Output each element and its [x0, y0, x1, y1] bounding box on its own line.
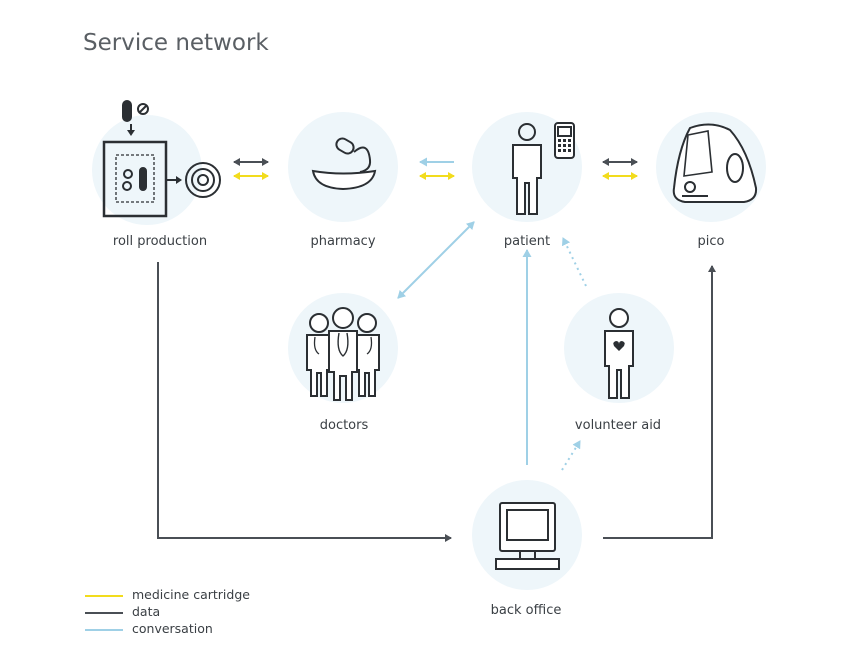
- doctors-icon: [306, 307, 380, 401]
- pharmacy-icon: [311, 137, 377, 191]
- volunteer-aid-label: volunteer aid: [574, 418, 662, 433]
- roll-production-halo: [92, 115, 202, 225]
- legend-item-medicine-cartridge: medicine cartridge: [85, 587, 250, 602]
- backoffice-volunteer-conversation-arrow: [561, 440, 581, 471]
- legend-swatch-data: [85, 611, 123, 614]
- roll-production-label: roll production: [112, 234, 208, 249]
- pharmacy-halo: [288, 112, 398, 222]
- legend-item-data: data: [85, 604, 160, 619]
- legend-item-conversation: conversation: [85, 621, 213, 636]
- patient-icon: [512, 122, 575, 215]
- roll-backoffice-data-arrow: [157, 262, 452, 542]
- doctors-label: doctors: [319, 418, 369, 433]
- patient-label: patient: [503, 234, 551, 249]
- roll-production-icon: [102, 100, 221, 218]
- back-office-icon: [495, 502, 560, 570]
- legend-label: data: [132, 604, 161, 619]
- legend-swatch-conversation: [85, 628, 123, 631]
- backoffice-pico-data-arrow: [603, 265, 716, 539]
- volunteer-aid-icon: [604, 308, 634, 399]
- back-office-label: back office: [490, 603, 562, 618]
- diagram-title: Service network: [83, 30, 269, 56]
- pico-icon: [672, 123, 758, 203]
- pico-label: pico: [697, 234, 725, 249]
- doctors-patient-conversation-arrow: [397, 221, 475, 299]
- legend-label: medicine cartridge: [132, 587, 250, 602]
- legend-label: conversation: [132, 621, 213, 636]
- legend-swatch-cartridge: [85, 594, 123, 597]
- pharmacy-label: pharmacy: [310, 234, 376, 249]
